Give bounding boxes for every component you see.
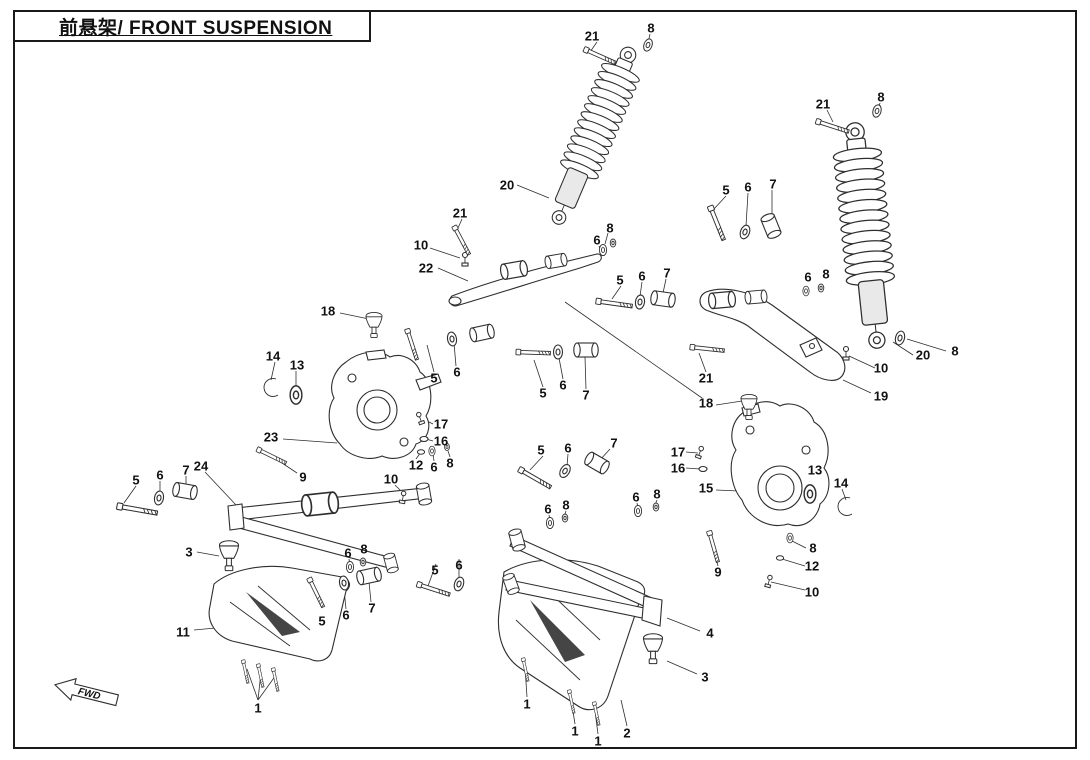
fwd-label: FWD <box>77 686 102 702</box>
lower-arm-left <box>218 481 433 575</box>
diagram-border <box>13 10 1077 749</box>
knuckle-right <box>730 393 830 526</box>
page-title: 前悬架/ FRONT SUSPENSION <box>59 17 333 39</box>
fwd-arrow: FWD <box>53 677 120 707</box>
lower-arm-right <box>501 527 664 665</box>
fasteners <box>115 37 907 726</box>
guard-left <box>208 565 351 662</box>
upper-arm-right <box>699 288 850 381</box>
shock-absorber-right <box>829 119 903 352</box>
knuckle-left <box>328 311 442 459</box>
guard-right <box>497 559 646 711</box>
upper-arm-left <box>448 251 602 307</box>
shock-absorber-left <box>537 39 651 233</box>
title-box: 前悬架/ FRONT SUSPENSION <box>13 10 371 42</box>
